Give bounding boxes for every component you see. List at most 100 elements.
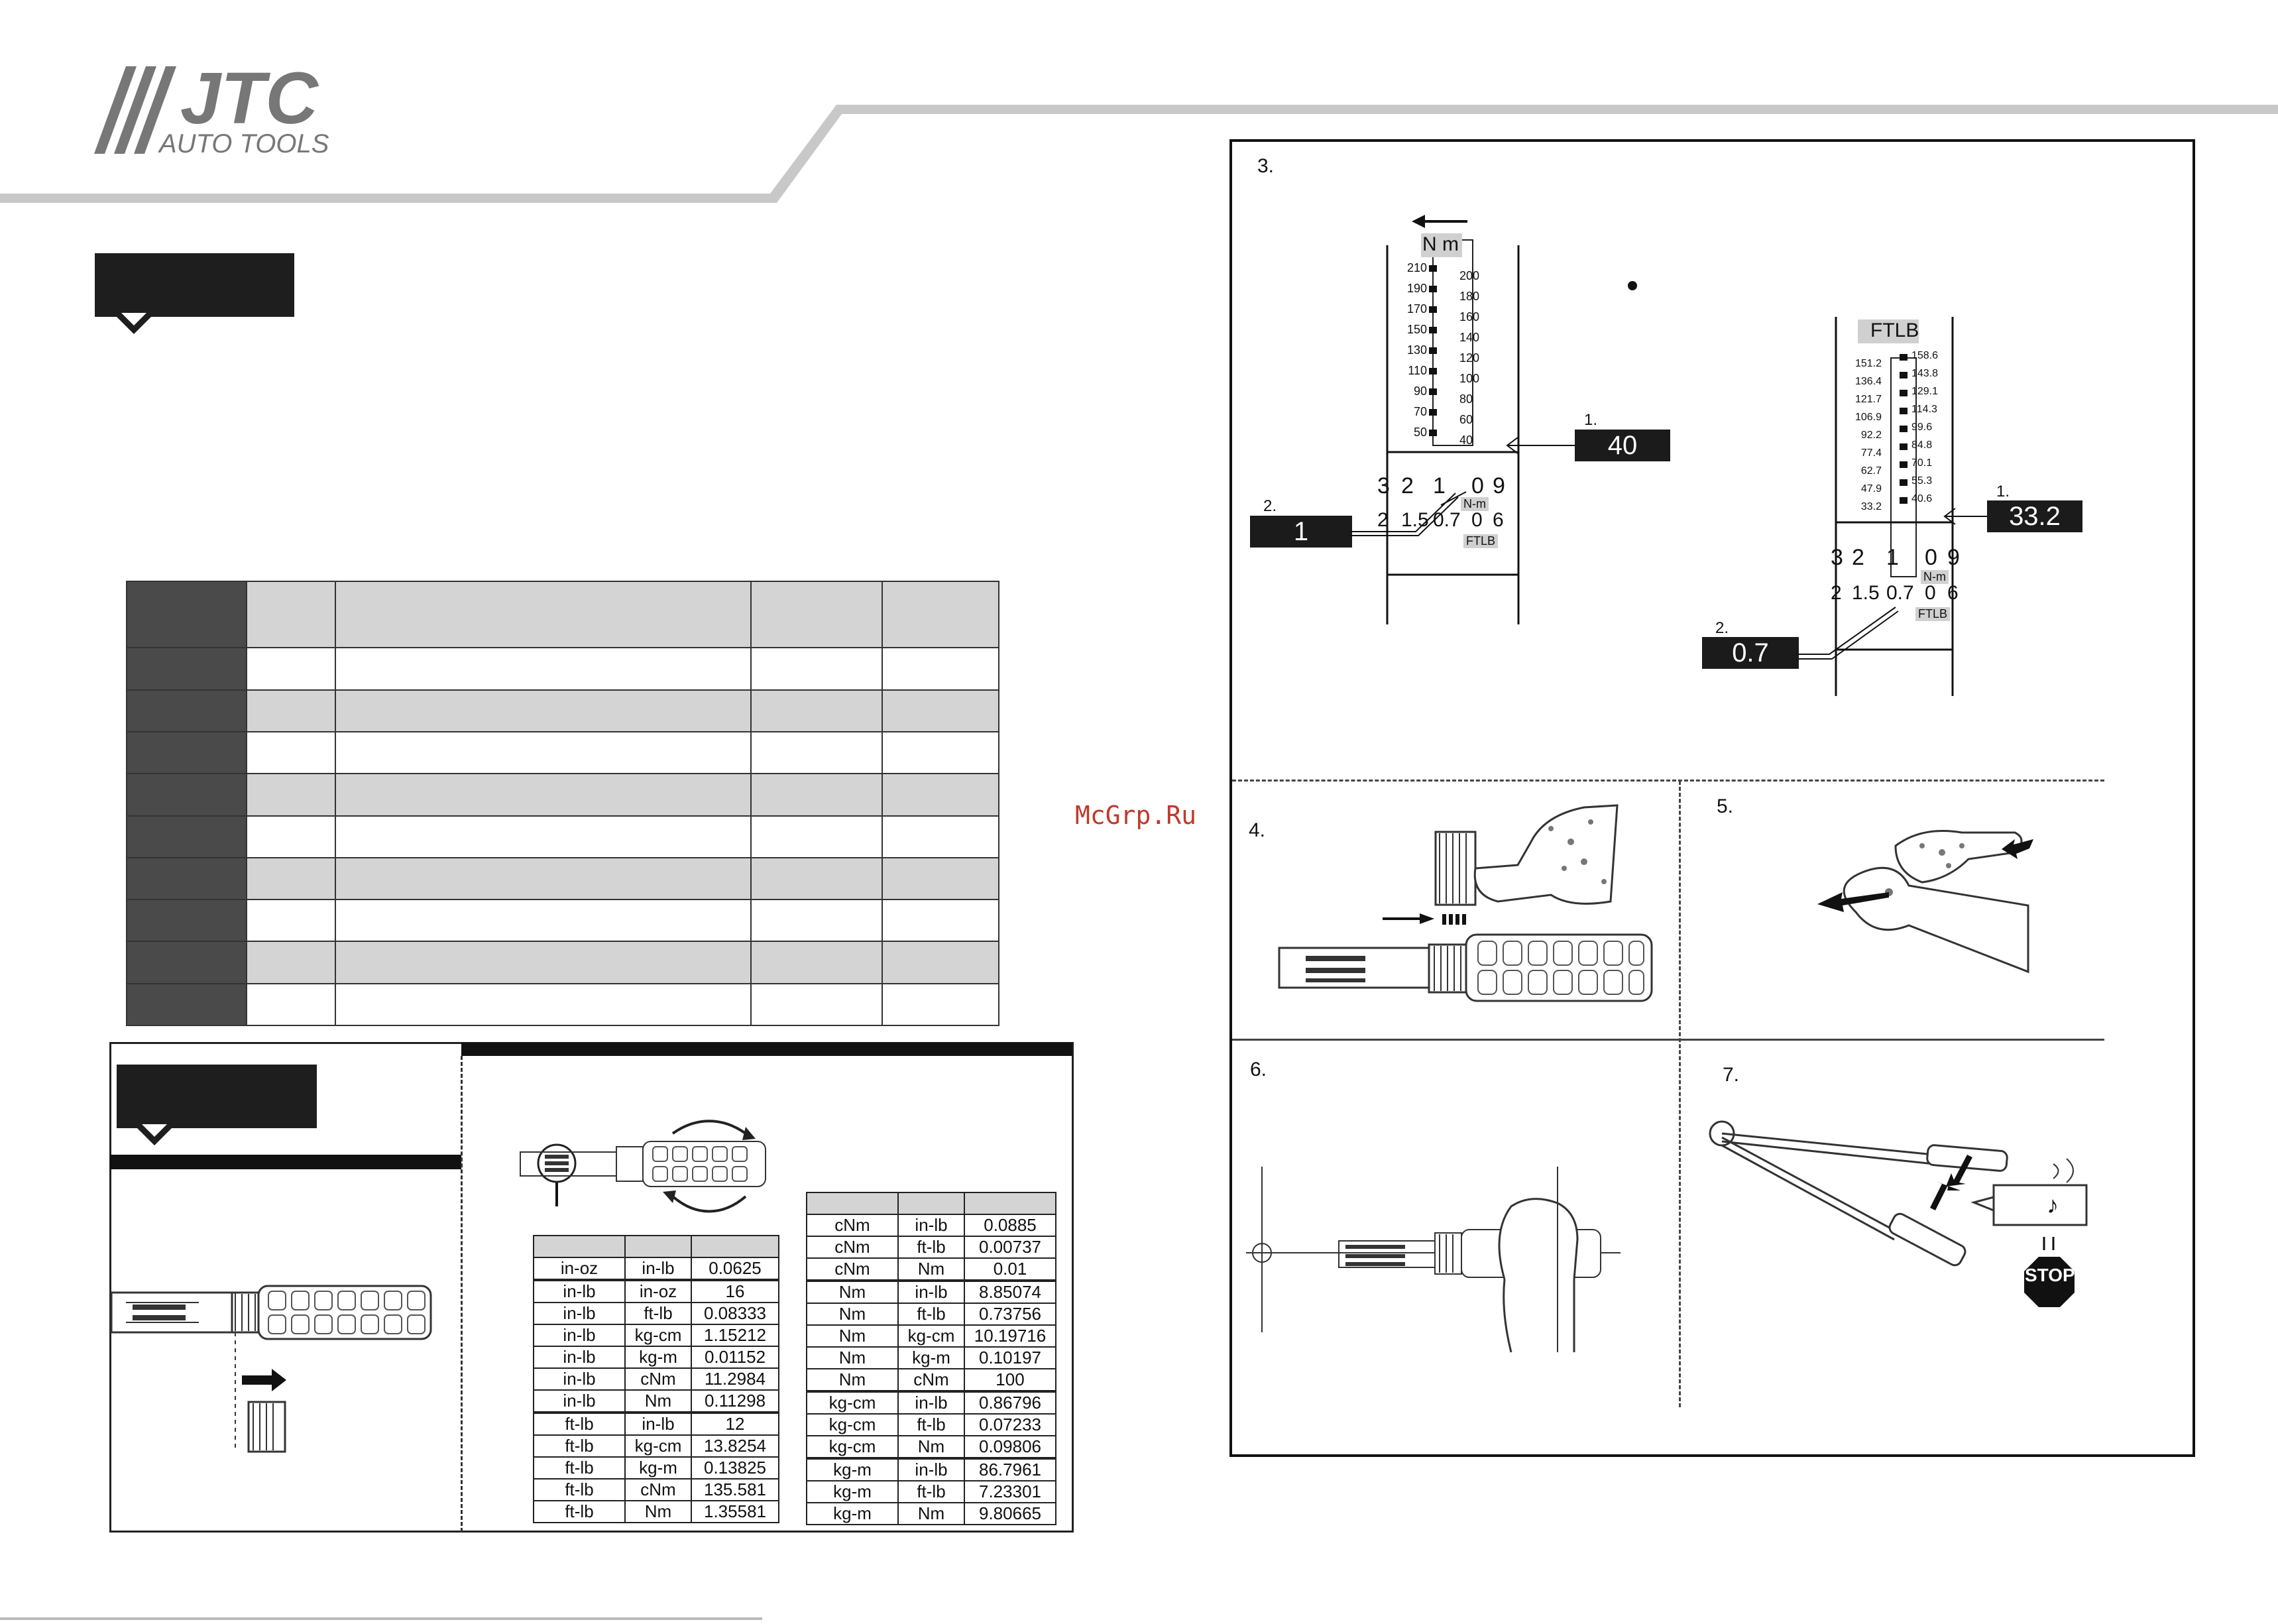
section-label-top-notch-inner bbox=[121, 313, 146, 325]
from-unit-cell: kg-m bbox=[806, 1480, 899, 1503]
spec-table-row bbox=[126, 941, 999, 984]
scale-mark bbox=[1429, 327, 1437, 333]
to-unit-cell: in-lb bbox=[897, 1390, 965, 1415]
scale-tick-label: 50 bbox=[1413, 426, 1427, 439]
drum-bottom-digit: 6 bbox=[1493, 509, 1504, 531]
scale-tick-label: 70 bbox=[1413, 405, 1427, 418]
step6-illustration bbox=[1246, 1167, 1621, 1353]
scale-mark bbox=[1900, 426, 1908, 432]
to-unit-cell: Nm bbox=[624, 1389, 692, 1413]
factor-cell: 0.08333 bbox=[691, 1302, 779, 1325]
scale-tick-label: 150 bbox=[1406, 323, 1427, 336]
from-unit-cell: in-lb bbox=[533, 1279, 626, 1303]
factor-cell: 1.35581 bbox=[691, 1500, 779, 1523]
to-unit-cell: cNm bbox=[897, 1368, 965, 1392]
factor-cell: 135.581 bbox=[691, 1478, 779, 1501]
scale-tick-label: 190 bbox=[1406, 282, 1427, 295]
scale-tick-label: 55.3 bbox=[1911, 475, 1933, 487]
scale-tick-label: 180 bbox=[1459, 290, 1480, 303]
ftlb-callout1-pointer bbox=[1943, 508, 1987, 525]
wrench-handle-illustration bbox=[110, 1285, 432, 1453]
from-unit-cell: in-lb bbox=[533, 1324, 626, 1347]
scale-tick-label: 47.9 bbox=[1860, 483, 1882, 494]
from-unit-cell: ft-lb bbox=[533, 1500, 626, 1523]
ftlb-callout1-value: 33.2 bbox=[1987, 500, 2082, 532]
from-unit-cell: Nm bbox=[806, 1324, 899, 1348]
spec-table-row bbox=[126, 899, 999, 943]
from-unit-cell: in-lb bbox=[533, 1389, 626, 1413]
from-unit-cell: in-lb bbox=[533, 1302, 626, 1325]
drum-top-digit: 2 bbox=[1852, 545, 1864, 570]
factor-cell: 13.8254 bbox=[691, 1434, 779, 1458]
drum-bottom-digit: 0.7 bbox=[1433, 509, 1461, 531]
from-unit-cell: kg-m bbox=[806, 1502, 899, 1525]
factor-cell: 10.19716 bbox=[964, 1324, 1056, 1348]
bullet-dot bbox=[1628, 281, 1637, 290]
drum-bottom-digit: 0.7 bbox=[1886, 582, 1914, 604]
to-unit-cell: ft-lb bbox=[897, 1480, 965, 1503]
step-6-number: 6. bbox=[1250, 1059, 1267, 1080]
frame-divider-h1 bbox=[1232, 780, 2104, 782]
from-unit-cell: ft-lb bbox=[533, 1456, 626, 1479]
from-unit-cell: in-lb bbox=[533, 1346, 626, 1369]
nm-callout2-number: 2. bbox=[1263, 497, 1277, 515]
scale-mark bbox=[1900, 372, 1908, 378]
nm-unit-label: N m bbox=[1422, 233, 1459, 255]
scale-mark bbox=[1429, 306, 1437, 313]
from-unit-cell: ft-lb bbox=[533, 1411, 626, 1436]
to-unit-cell: in-lb bbox=[897, 1457, 965, 1481]
drum-top-digit: 3 bbox=[1377, 473, 1390, 498]
scale-tick-label: 121.7 bbox=[1854, 394, 1882, 405]
to-unit-cell: kg-cm bbox=[624, 1434, 692, 1458]
factor-cell: 1.15212 bbox=[691, 1324, 779, 1347]
ftlb-callout2-number: 2. bbox=[1715, 619, 1729, 637]
nm-callout2-value: 1 bbox=[1250, 516, 1352, 548]
nm-unit-box bbox=[1421, 233, 1462, 257]
scale-mark bbox=[1900, 443, 1908, 450]
drum-top-unit: N-m bbox=[1461, 497, 1489, 511]
to-unit-cell: ft-lb bbox=[897, 1413, 965, 1436]
ftlb-callout2-pointer bbox=[1796, 607, 1899, 660]
to-unit-cell: kg-cm bbox=[624, 1324, 692, 1347]
factor-cell: 100 bbox=[964, 1368, 1056, 1392]
drum-bottom-digit: 0 bbox=[1925, 582, 1936, 604]
scale-mark bbox=[1900, 497, 1908, 504]
to-unit-cell: in-lb bbox=[624, 1411, 692, 1436]
step-7-number: 7. bbox=[1723, 1064, 1740, 1086]
nm-callout2-pointer bbox=[1349, 493, 1459, 536]
factor-cell: 7.23301 bbox=[964, 1480, 1056, 1503]
step-5-number: 5. bbox=[1717, 795, 1734, 817]
section-label-bottom-notch-inner bbox=[142, 1124, 167, 1137]
to-unit-cell: kg-m bbox=[897, 1346, 965, 1369]
nm-callout1-pointer bbox=[1506, 437, 1575, 454]
from-unit-cell: cNm bbox=[806, 1214, 899, 1237]
scale-tick-label: 120 bbox=[1459, 351, 1480, 365]
scale-tick-label: 80 bbox=[1459, 392, 1473, 406]
to-unit-cell: in-lb bbox=[897, 1214, 965, 1237]
factor-cell: 0.01152 bbox=[691, 1346, 779, 1369]
scale-tick-label: 170 bbox=[1406, 302, 1427, 316]
factor-cell: 0.0885 bbox=[964, 1214, 1056, 1237]
step7-illustration: ♪ bbox=[1709, 1120, 2088, 1307]
from-unit-cell: ft-lb bbox=[533, 1434, 626, 1458]
factor-cell: 0.00737 bbox=[964, 1236, 1056, 1259]
from-unit-cell: kg-cm bbox=[806, 1390, 899, 1415]
from-unit-cell: Nm bbox=[806, 1346, 899, 1369]
factor-cell: 16 bbox=[691, 1279, 779, 1303]
scale-tick-label: 106.9 bbox=[1854, 412, 1882, 423]
factor-cell: 8.85074 bbox=[964, 1279, 1056, 1304]
scale-tick-label: 100 bbox=[1459, 372, 1480, 385]
section-label-bottom bbox=[117, 1065, 317, 1128]
scale-tick-label: 130 bbox=[1406, 343, 1427, 357]
scale-tick-label: 129.1 bbox=[1911, 386, 1939, 397]
